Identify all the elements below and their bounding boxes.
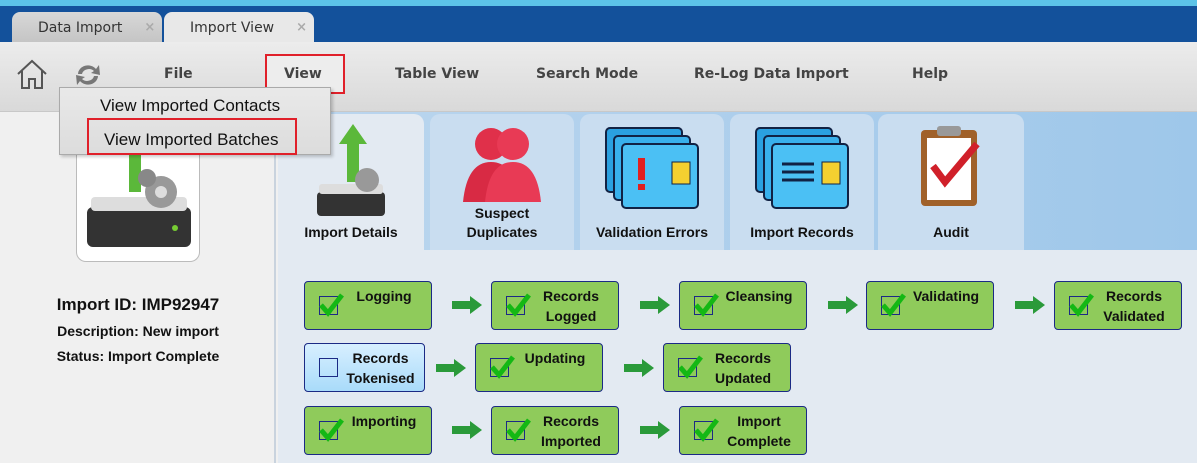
checked-checkbox-icon <box>506 418 531 442</box>
arrow-right-icon <box>640 421 670 439</box>
checked-checkbox-icon <box>490 355 515 379</box>
arrow-right-icon <box>640 296 670 314</box>
clipboard-check-icon <box>921 126 980 206</box>
folder-records-icon <box>755 127 849 209</box>
checked-checkbox-icon <box>678 355 703 379</box>
refresh-icon[interactable] <box>73 61 103 93</box>
menu-relog-data-import[interactable]: Re-Log Data Import <box>694 66 849 82</box>
step-records-tokenised: Records Tokenised <box>304 343 425 392</box>
menu-item-view-imported-contacts[interactable]: View Imported Contacts <box>100 96 281 115</box>
menu-file[interactable]: File <box>164 66 193 82</box>
icon-tab-import-records[interactable]: Import Records <box>730 114 874 250</box>
tab-data-import[interactable]: Data Import × <box>12 12 162 43</box>
step-label: Records Updated <box>714 350 772 386</box>
server-upload-icon <box>317 124 385 216</box>
arrow-right-icon <box>452 296 482 314</box>
step-importing: Importing <box>304 406 432 455</box>
step-label: Cleansing <box>725 288 793 304</box>
arrow-right-icon <box>1015 296 1045 314</box>
step-records-imported: Records Imported <box>491 406 619 455</box>
arrow-right-icon <box>624 359 654 377</box>
checked-checkbox-icon <box>1069 293 1094 317</box>
menu-item-view-imported-batches[interactable]: View Imported Batches <box>104 130 279 149</box>
tab-label: Data Import <box>38 19 123 36</box>
import-status: Status: Import Complete <box>56 348 220 364</box>
step-logging: Logging <box>304 281 432 330</box>
tab-label: Validation Errors <box>595 224 709 240</box>
menu-help[interactable]: Help <box>912 66 949 82</box>
step-label: Records Logged <box>542 288 600 324</box>
arrow-right-icon <box>452 421 482 439</box>
menu-table-view[interactable]: Table View <box>395 66 480 82</box>
icon-tab-audit[interactable]: Audit <box>878 114 1024 250</box>
menu-search-mode[interactable]: Search Mode <box>536 66 639 82</box>
tab-label: Audit <box>933 224 969 240</box>
unchecked-checkbox-icon <box>319 358 338 377</box>
step-records-validated: Records Validated <box>1054 281 1182 330</box>
tab-label: Import Records <box>750 224 854 240</box>
checked-checkbox-icon <box>694 293 719 317</box>
view-dropdown-menu: View Imported Contacts View Imported Bat… <box>59 87 331 155</box>
tab-label: Import View <box>190 19 275 36</box>
step-label: Records Tokenised <box>346 350 415 386</box>
step-label: Import Complete <box>727 413 791 449</box>
menu-view[interactable]: View <box>284 66 322 82</box>
close-icon[interactable]: × <box>144 20 156 35</box>
step-label: Records Imported <box>541 413 601 449</box>
checked-checkbox-icon <box>319 293 344 317</box>
icon-tab-validation-errors[interactable]: Validation Errors <box>580 114 724 250</box>
step-updating: Updating <box>475 343 603 392</box>
batches-item-highlight <box>87 118 297 155</box>
step-validating: Validating <box>866 281 994 330</box>
checked-checkbox-icon <box>694 418 719 442</box>
step-records-updated: Records Updated <box>663 343 791 392</box>
step-label: Records Validated <box>1103 288 1165 324</box>
step-records-logged: Records Logged <box>491 281 619 330</box>
icon-tab-suspect-duplicates[interactable]: Suspect Duplicates <box>430 114 574 250</box>
step-label: Updating <box>524 350 586 366</box>
duplicate-people-icon <box>463 128 541 202</box>
import-id: Import ID: IMP92947 <box>56 295 220 314</box>
step-cleansing: Cleansing <box>679 281 807 330</box>
tab-label: Suspect Duplicates <box>466 205 538 240</box>
tab-label: Import Details <box>304 224 398 240</box>
folder-error-icon <box>605 127 699 209</box>
step-label: Importing <box>351 413 417 429</box>
arrow-right-icon <box>828 296 858 314</box>
import-description: Description: New import <box>57 323 219 339</box>
home-icon[interactable] <box>15 57 49 95</box>
tab-import-view[interactable]: Import View × <box>164 12 314 43</box>
checked-checkbox-icon <box>319 418 344 442</box>
arrow-right-icon <box>436 359 466 377</box>
checked-checkbox-icon <box>506 293 531 317</box>
close-icon[interactable]: × <box>296 20 308 35</box>
step-label: Validating <box>912 288 980 304</box>
step-label: Logging <box>356 288 412 304</box>
window-top-band <box>0 0 1197 6</box>
checked-checkbox-icon <box>881 293 906 317</box>
step-import-complete: Import Complete <box>679 406 807 455</box>
